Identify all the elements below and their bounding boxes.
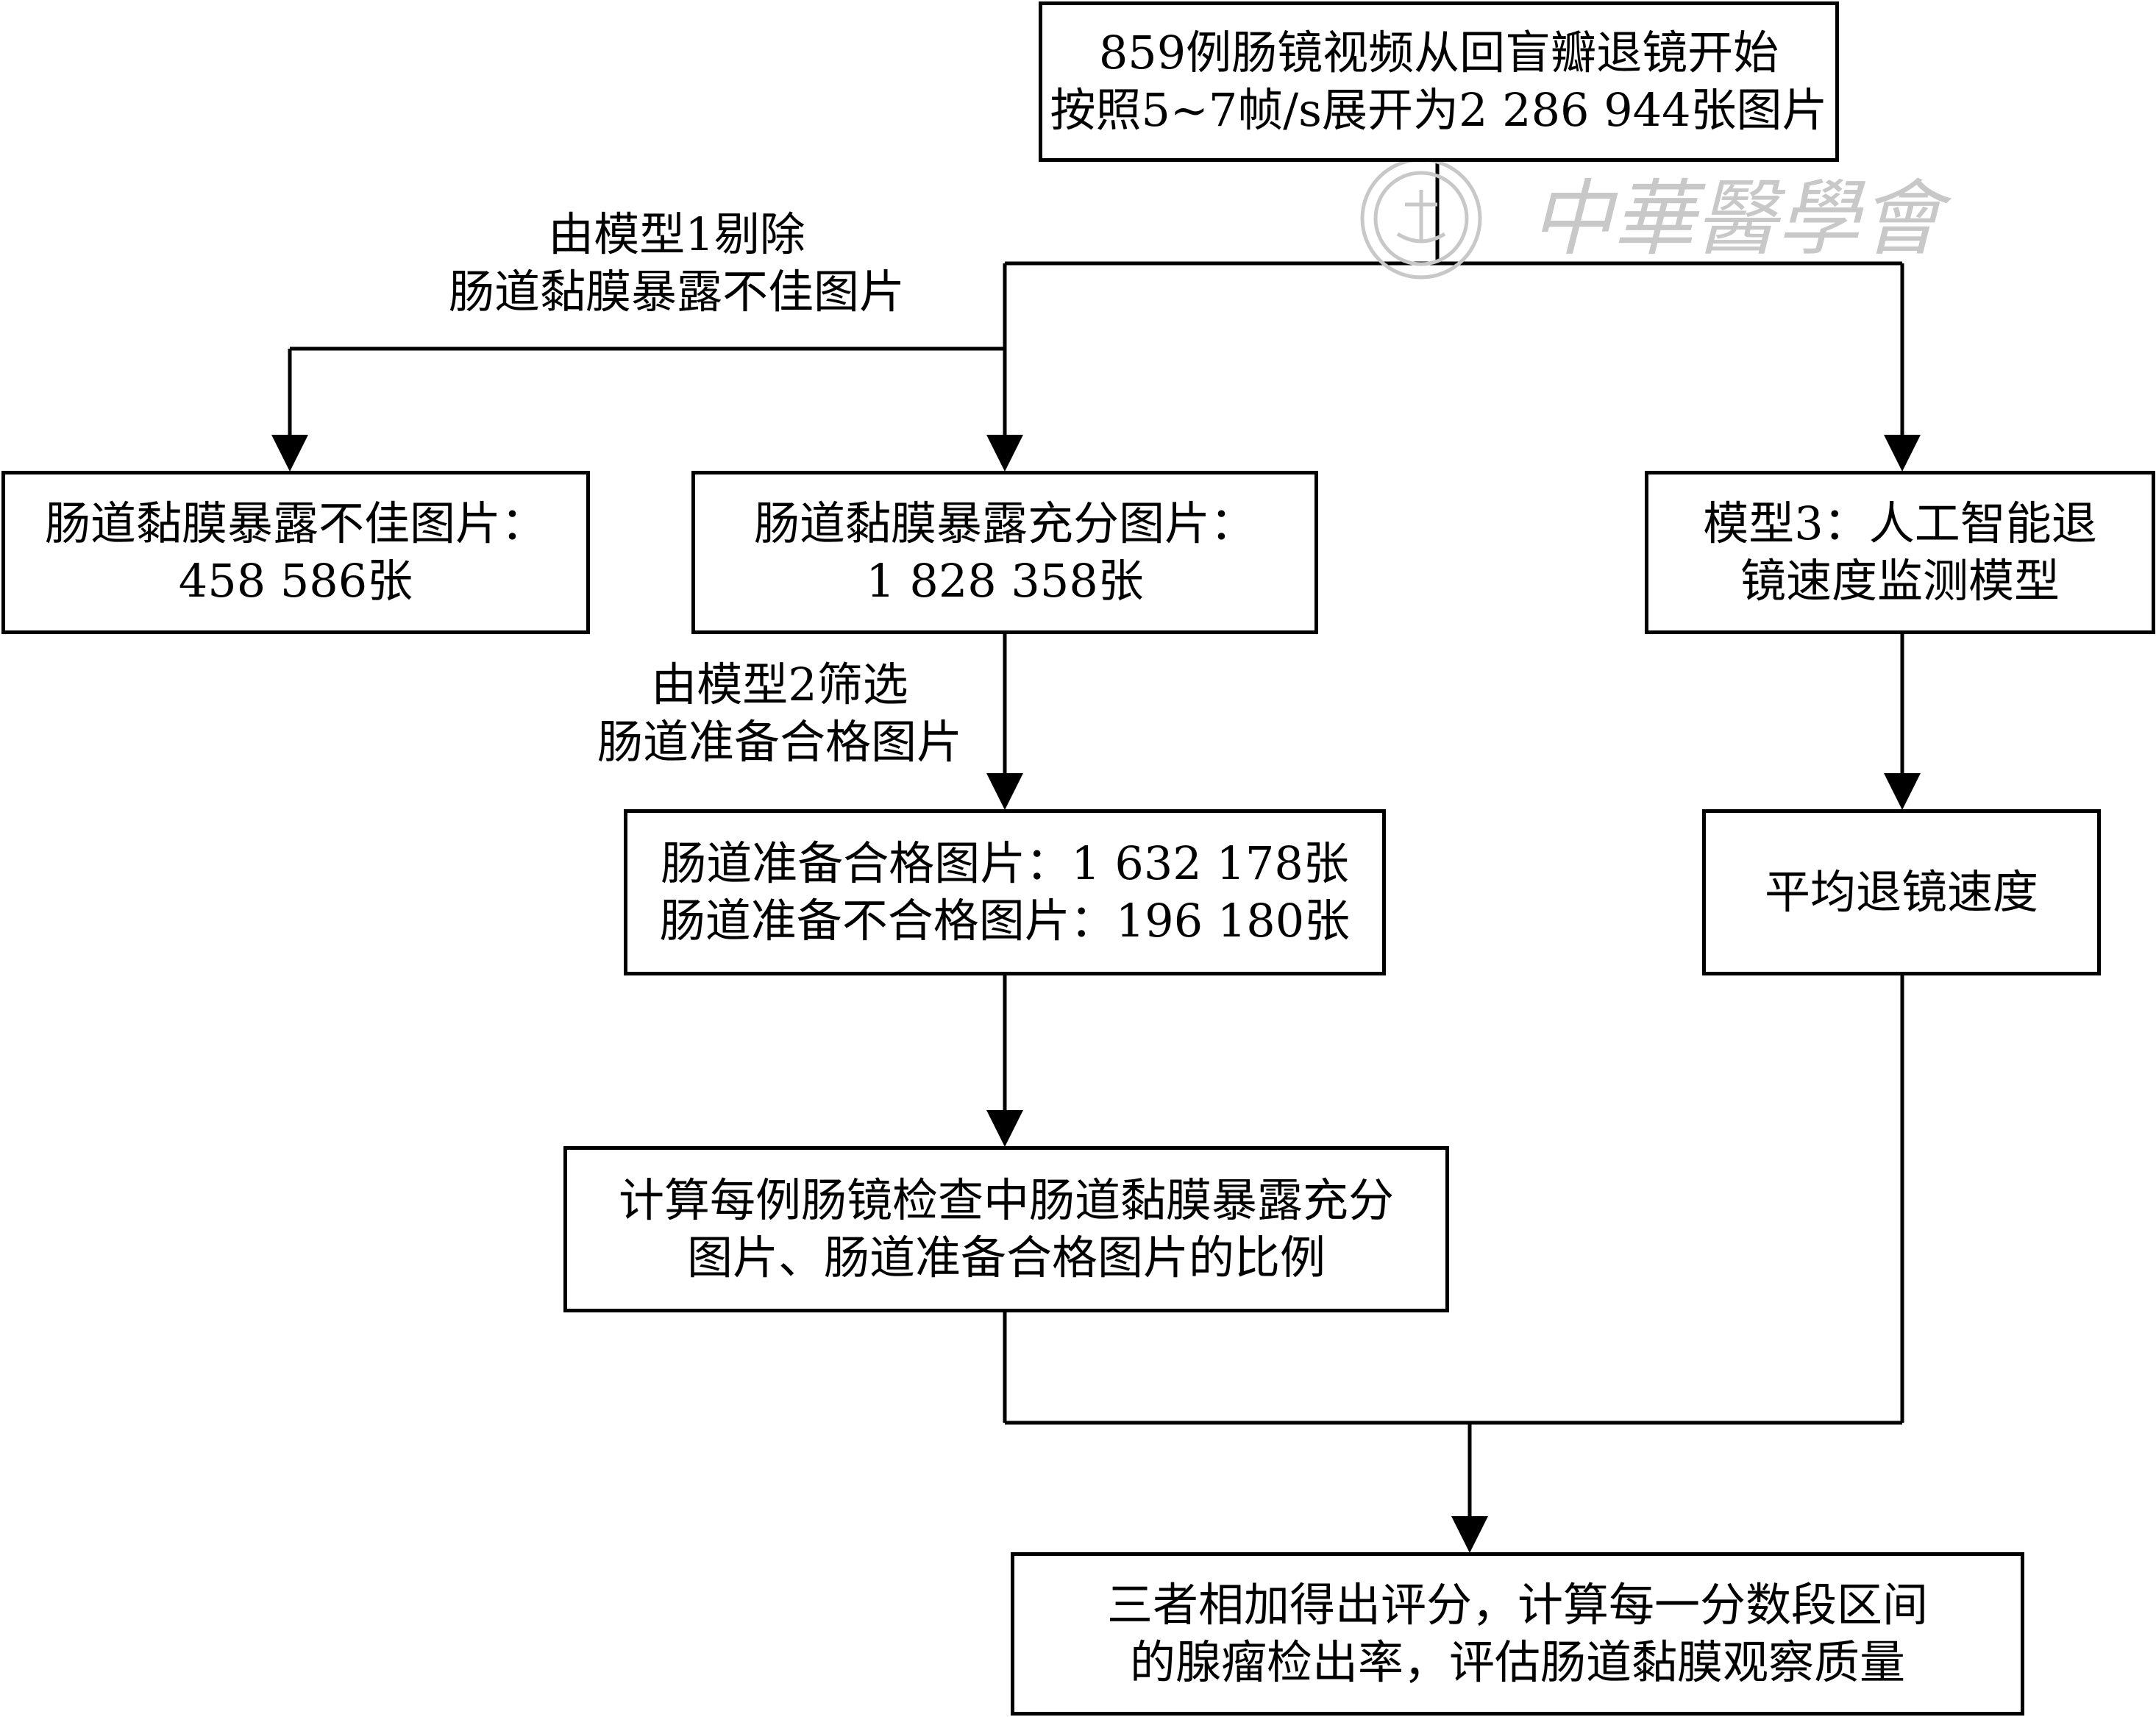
box-line: 计算每例肠镜检查中肠道黏膜暴露充分 <box>618 1173 1394 1227</box>
good-exposure-box: 肠道黏膜暴露充分图片： 1 828 358张 <box>691 471 1318 634</box>
bowel-prep-box: 肠道准备合格图片：1 632 178张 肠道准备不合格图片：196 180张 <box>624 809 1386 975</box>
label-line: 肠道准备合格图片 <box>597 715 962 769</box>
label-line: 肠道黏膜暴露不佳图片 <box>448 265 905 319</box>
box-line: 模型3：人工智能退 <box>1703 497 2097 550</box>
model3-box: 模型3：人工智能退 镜速度监测模型 <box>1645 471 2155 634</box>
poor-exposure-box: 肠道黏膜暴露不佳图片： 458 586张 <box>1 471 590 634</box>
box-line: 肠道准备不合格图片：196 180张 <box>659 894 1351 948</box>
calc-ratio-box: 计算每例肠镜检查中肠道黏膜暴露充分 图片、肠道准备合格图片的比例 <box>563 1146 1449 1312</box>
label-line: 由模型1剔除 <box>548 207 805 261</box>
society-seal-watermark: 中華醫學會 <box>1360 157 1952 280</box>
box-line: 肠道黏膜暴露不佳图片： <box>44 497 547 550</box>
box-line: 按照5~7帧/s展开为2 286 944张图片 <box>1050 83 1828 137</box>
box-line: 三者相加得出评分，计算每一分数段区间 <box>1106 1578 1928 1632</box>
final-score-box: 三者相加得出评分，计算每一分数段区间 的腺瘤检出率，评估肠道黏膜观察质量 <box>1011 1552 2024 1716</box>
box-line: 的腺瘤检出率，评估肠道黏膜观察质量 <box>1129 1635 1905 1689</box>
box-line: 平均退镜速度 <box>1764 865 2038 919</box>
box-line: 图片、肠道准备合格图片的比例 <box>686 1231 1326 1284</box>
source-videos-box: 859例肠镜视频从回盲瓣退镜开始 按照5~7帧/s展开为2 286 944张图片 <box>1039 1 1839 162</box>
box-line: 镜速度监测模型 <box>1740 554 2060 608</box>
avg-speed-box: 平均退镜速度 <box>1702 809 2101 975</box>
model2-label: 由模型2筛选 肠道准备合格图片 <box>544 656 1015 771</box>
model1-label: 由模型1剔除 肠道黏膜暴露不佳图片 <box>412 206 942 321</box>
box-line: 1 828 358张 <box>866 554 1144 608</box>
label-line: 由模型2筛选 <box>651 658 908 711</box>
watermark-text: 中華醫學會 <box>1530 171 1952 267</box>
box-line: 肠道黏膜暴露充分图片： <box>753 497 1256 550</box>
box-line: 肠道准备合格图片：1 632 178张 <box>661 836 1349 890</box>
box-line: 458 586张 <box>178 554 413 608</box>
box-line: 859例肠镜视频从回盲瓣退镜开始 <box>1098 26 1779 79</box>
